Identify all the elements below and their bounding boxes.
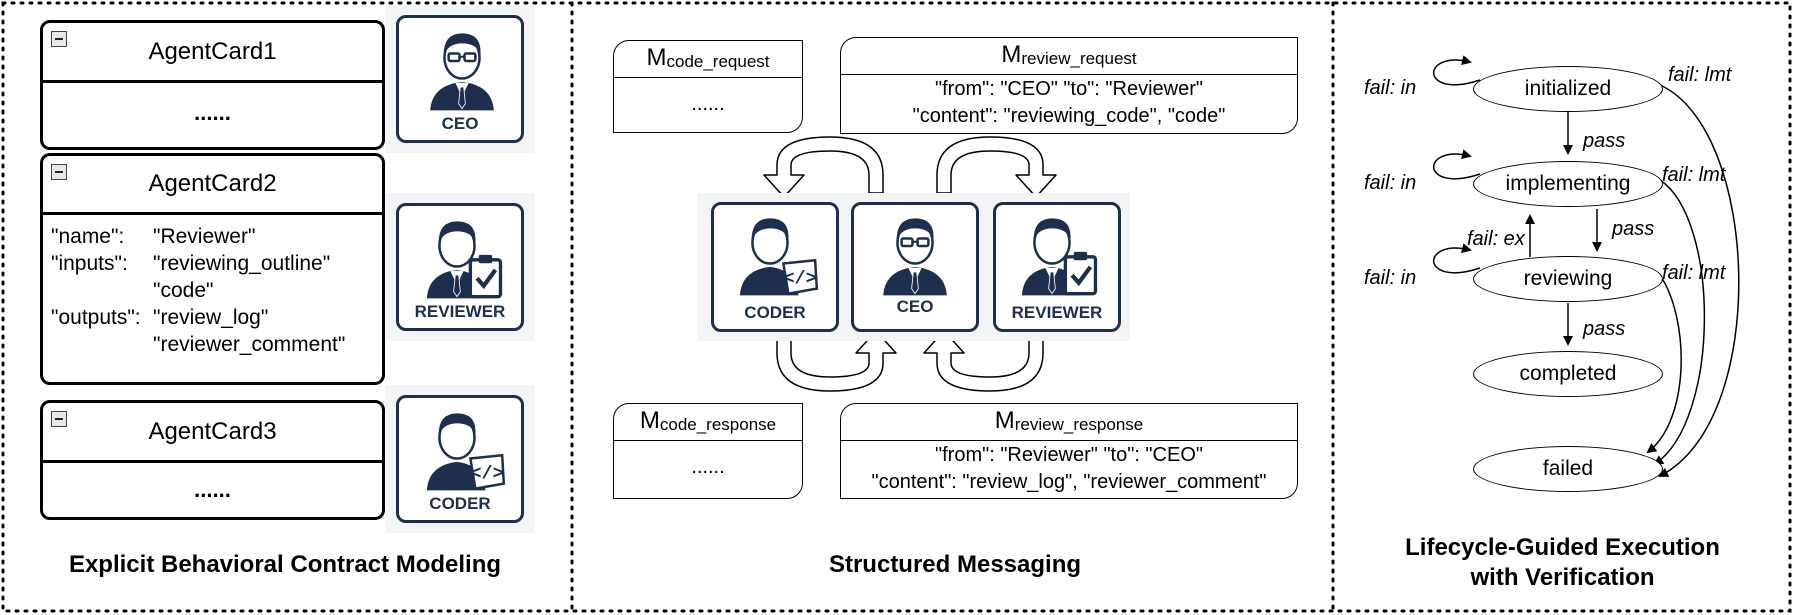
agent-card-title: AgentCard1 <box>43 23 382 83</box>
agent-card-3: AgentCard3 ...... <box>40 400 385 520</box>
ceo-person-icon <box>430 33 494 111</box>
avatar-label: CEO <box>441 114 479 133</box>
svg-text:</>: </> <box>471 464 504 485</box>
messaging-agents: </> CODER CEO <box>698 193 1130 341</box>
edge-label-pass: pass <box>1612 218 1655 240</box>
edge-label-fail-in: fail: in <box>1364 172 1417 194</box>
coder-avatar: </> CODER <box>386 385 534 533</box>
reviewer-person-icon <box>1021 218 1098 296</box>
agent-card-2: AgentCard2 "name": "Reviewer" "inputs": "r… <box>40 153 385 385</box>
edge-label-fail-in: fail: in <box>1364 77 1417 99</box>
contract-key: "outputs": <box>51 306 141 329</box>
agent-card-body: ...... <box>194 100 231 125</box>
message-code-response: Mcode_response ...... <box>613 403 803 499</box>
contract-key: "name": <box>51 225 125 248</box>
contract-row: "inputs": "reviewing_outline" <box>51 252 374 279</box>
collapse-icon[interactable] <box>51 31 67 47</box>
contract-row: "outputs": "review_log" <box>51 306 374 333</box>
message-title: Mcode_response <box>614 404 802 441</box>
message-body: ...... <box>691 456 725 478</box>
contract-row: "name": "Reviewer" <box>51 225 374 252</box>
contract-row: "code" <box>51 279 374 306</box>
edge-label-fail-lmt: fail: lmt <box>1668 64 1732 86</box>
svg-text:</>: </> <box>784 269 817 290</box>
message-review-response: Mreview_response "from": "Reviewer" "to"… <box>840 403 1298 499</box>
avatar-label: REVIEWER <box>414 302 506 321</box>
agent-card-1: AgentCard1 ...... <box>40 20 385 150</box>
edge-label-fail-ex: fail: ex <box>1467 228 1525 250</box>
coder-person-icon: </> <box>739 218 819 296</box>
messaging-caption: Structured Messaging <box>828 551 1082 578</box>
agent-label: REVIEWER <box>1011 303 1103 322</box>
agent-card-body: ...... <box>194 477 231 502</box>
message-review-request: Mreview_request "from": "CEO" "to": "Rev… <box>840 37 1298 134</box>
contract-value: "reviewing_outline" <box>153 252 331 275</box>
contract-row: "reviewer_comment" <box>51 333 374 360</box>
contracts-caption: Explicit Behavioral Contract Modeling <box>68 551 502 578</box>
contract-value: "code" <box>153 279 214 302</box>
contract-key <box>51 279 153 306</box>
edge-label-fail-lmt: fail: lmt <box>1662 262 1726 284</box>
message-title: Mreview_response <box>841 404 1297 441</box>
avatar-label: CODER <box>429 494 491 513</box>
message-code-request: Mcode_request ...... <box>613 40 803 133</box>
message-body: "from": "Reviewer" "to": "CEO" "content"… <box>871 444 1267 493</box>
state-implementing: implementing <box>1473 161 1663 207</box>
lifecycle-edges <box>1432 55 1740 477</box>
collapse-icon[interactable] <box>51 411 67 427</box>
agent-label: CEO <box>896 297 934 316</box>
coder-agent: </> CODER <box>711 202 839 332</box>
coder-person-icon: </> <box>426 413 506 491</box>
message-title: Mreview_request <box>841 38 1297 75</box>
agent-card-title: AgentCard3 <box>43 403 382 463</box>
message-flow-arrows <box>763 136 1057 392</box>
edge-label-pass: pass <box>1583 130 1626 152</box>
ceo-person-icon <box>883 218 947 296</box>
collapse-icon[interactable] <box>51 164 67 180</box>
contract-value: "reviewer_comment" <box>153 333 346 356</box>
ceo-agent: CEO <box>851 202 979 332</box>
reviewer-agent: REVIEWER <box>993 202 1121 332</box>
state-completed: completed <box>1473 351 1663 397</box>
message-title: Mcode_request <box>614 41 802 78</box>
edge-label-fail-lmt: fail: lmt <box>1662 164 1726 186</box>
contract-value: "review_log" <box>153 306 269 329</box>
ceo-avatar: CEO <box>386 5 534 153</box>
contract-key: "inputs": <box>51 252 128 275</box>
agent-card-title: AgentCard2 <box>43 156 382 215</box>
contract-value: "Reviewer" <box>153 225 256 248</box>
message-body: ...... <box>691 93 725 115</box>
lifecycle-caption: Lifecycle-Guided Execution with Verifica… <box>1405 534 1720 591</box>
reviewer-avatar: REVIEWER <box>386 193 534 341</box>
message-body: "from": "CEO" "to": "Reviewer" "content"… <box>912 78 1226 127</box>
reviewer-person-icon <box>426 221 503 299</box>
state-initialized: initialized <box>1473 66 1663 112</box>
edge-label-fail-in: fail: in <box>1364 267 1417 289</box>
agent-label: CODER <box>744 303 806 322</box>
state-failed: failed <box>1473 446 1663 492</box>
state-reviewing: reviewing <box>1473 256 1663 302</box>
contract-key <box>51 333 153 360</box>
edge-label-pass: pass <box>1583 318 1626 340</box>
agent-card-body: "name": "Reviewer" "inputs": "reviewing_ou… <box>43 215 382 382</box>
